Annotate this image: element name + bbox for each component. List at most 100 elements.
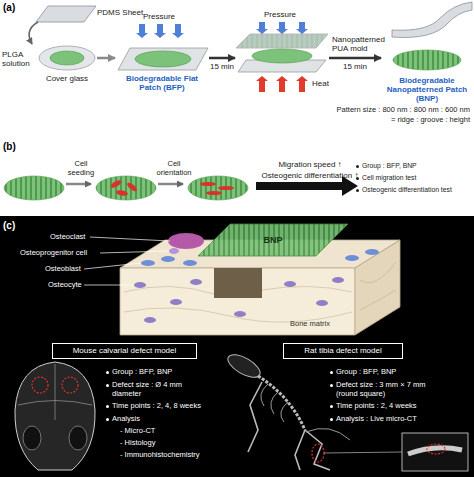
text-label: Defect size : 3 mm × 7 mm (round square) bbox=[336, 381, 442, 398]
rat-ribs bbox=[261, 384, 288, 422]
bullet-dot bbox=[356, 177, 359, 180]
pressure-arrow bbox=[276, 22, 288, 34]
text-label: Pressure bbox=[264, 10, 296, 19]
pdms-sheet bbox=[36, 6, 96, 22]
osteoblast bbox=[365, 249, 379, 255]
nanopatterned-patch-node: Biodegradable Nanopatterned Patch (BNP) bbox=[382, 46, 472, 104]
text-label: Heat bbox=[312, 79, 329, 88]
leader-line bbox=[84, 263, 141, 269]
bnp-patch bbox=[198, 224, 348, 256]
heat-arrow bbox=[256, 76, 268, 92]
panel-background bbox=[0, 216, 474, 477]
text-label: Osteocyte bbox=[48, 281, 82, 290]
osteoprogenitor bbox=[169, 248, 179, 254]
model-header-box: Rat tibia defect model bbox=[283, 343, 403, 359]
patch-disc bbox=[96, 176, 156, 200]
text-label: Analysis : Live micro-CT bbox=[336, 415, 417, 424]
osteocyte bbox=[134, 282, 146, 288]
bone-side bbox=[355, 240, 400, 335]
osteocyte bbox=[234, 311, 246, 317]
bullet-dot bbox=[106, 418, 109, 421]
text-label: Defect size : Ø 4 mm diameter bbox=[112, 381, 198, 398]
text-label: Migration speed ↑ bbox=[258, 160, 362, 169]
mouse-skull bbox=[15, 362, 95, 470]
pressure-arrow bbox=[256, 22, 268, 34]
bone-texture bbox=[360, 262, 396, 310]
text-label: Cell migration test bbox=[362, 174, 416, 182]
step-arrow bbox=[66, 183, 91, 186]
bnp-patch-node: BNP bbox=[198, 224, 348, 256]
rat-spine bbox=[258, 376, 305, 430]
cell bbox=[110, 179, 123, 189]
bone-defect bbox=[214, 268, 262, 298]
text-label: (a) bbox=[3, 2, 15, 14]
pressure-arrow bbox=[136, 24, 148, 38]
osteoblast bbox=[183, 260, 197, 266]
text-label: Osteogenic differentiation test bbox=[362, 186, 452, 194]
pua-mold-tint bbox=[236, 34, 328, 48]
bullet-dot bbox=[106, 384, 109, 387]
patch-disc bbox=[252, 49, 312, 63]
leader-line bbox=[100, 251, 169, 253]
peeled-pdms-sheet bbox=[392, 2, 472, 37]
bullet-dot bbox=[356, 165, 359, 168]
node-shape bbox=[236, 34, 328, 74]
cell bbox=[126, 181, 138, 193]
text-label: Osteogenic differentiation ↑ bbox=[248, 171, 372, 180]
bullet-dot bbox=[106, 371, 109, 374]
text-label: - Micro-CT bbox=[120, 427, 155, 436]
bullet-dot bbox=[330, 405, 333, 408]
node-label: Cover glass bbox=[38, 74, 96, 83]
text-label: Group : BFP, BNP bbox=[336, 368, 396, 377]
defect-site bbox=[32, 377, 48, 393]
zoom-inset bbox=[402, 433, 468, 471]
osteoblast bbox=[161, 256, 175, 262]
edge-label: 15 min bbox=[197, 62, 247, 71]
leader-line bbox=[84, 285, 134, 286]
cover-glass bbox=[39, 46, 95, 70]
cell bbox=[206, 191, 222, 195]
pua-mold bbox=[236, 34, 328, 48]
process-arrow bbox=[97, 57, 115, 60]
osteocyte bbox=[170, 299, 182, 305]
bullet-dot bbox=[330, 418, 333, 421]
node-label: Biodegradable Nanopatterned Patch (BNP) bbox=[382, 76, 472, 104]
step-arrow bbox=[158, 183, 183, 186]
cell bbox=[116, 189, 129, 196]
rat-leg bbox=[248, 382, 262, 452]
cell bbox=[218, 186, 234, 190]
text-label: Osteoclast bbox=[50, 233, 85, 242]
text-label: = ridge : groove : height bbox=[300, 116, 470, 125]
bone-texture bbox=[124, 286, 352, 294]
patch-disc bbox=[188, 176, 248, 200]
text-label: Group : BFP, BNP bbox=[112, 368, 172, 377]
text-label: Osteoprogenitor cell bbox=[20, 249, 87, 258]
text-label: (b) bbox=[3, 141, 16, 153]
bullet-dot bbox=[356, 189, 359, 192]
osteocyte bbox=[190, 279, 202, 285]
node-label: Mouse calvarial defect model bbox=[53, 344, 196, 358]
text-label: PDMS Sheet bbox=[97, 8, 143, 17]
osteoblast bbox=[141, 260, 155, 266]
skull-suture bbox=[18, 364, 92, 420]
process-arrow bbox=[329, 57, 381, 60]
text-label: - Histology bbox=[120, 439, 155, 448]
flat-patch bbox=[135, 51, 191, 67]
text-label: Cell seeding bbox=[62, 160, 100, 177]
text-label: Pressure bbox=[143, 12, 175, 21]
tibia-bone bbox=[408, 448, 462, 454]
text-label: Osteoblast bbox=[45, 265, 81, 274]
cover-glass-node: Cover glass bbox=[38, 44, 96, 88]
bullet-dot bbox=[330, 384, 333, 387]
process-arrow bbox=[209, 57, 235, 60]
osteocyte bbox=[316, 300, 328, 306]
text-label: Time points : 2, 4 weeks bbox=[336, 402, 417, 411]
zoom-line bbox=[324, 452, 402, 453]
defect-site bbox=[427, 444, 445, 454]
plga-solution bbox=[50, 51, 84, 65]
glass-slab bbox=[118, 48, 208, 70]
eye-socket bbox=[69, 426, 87, 450]
rat-tail bbox=[306, 428, 350, 440]
